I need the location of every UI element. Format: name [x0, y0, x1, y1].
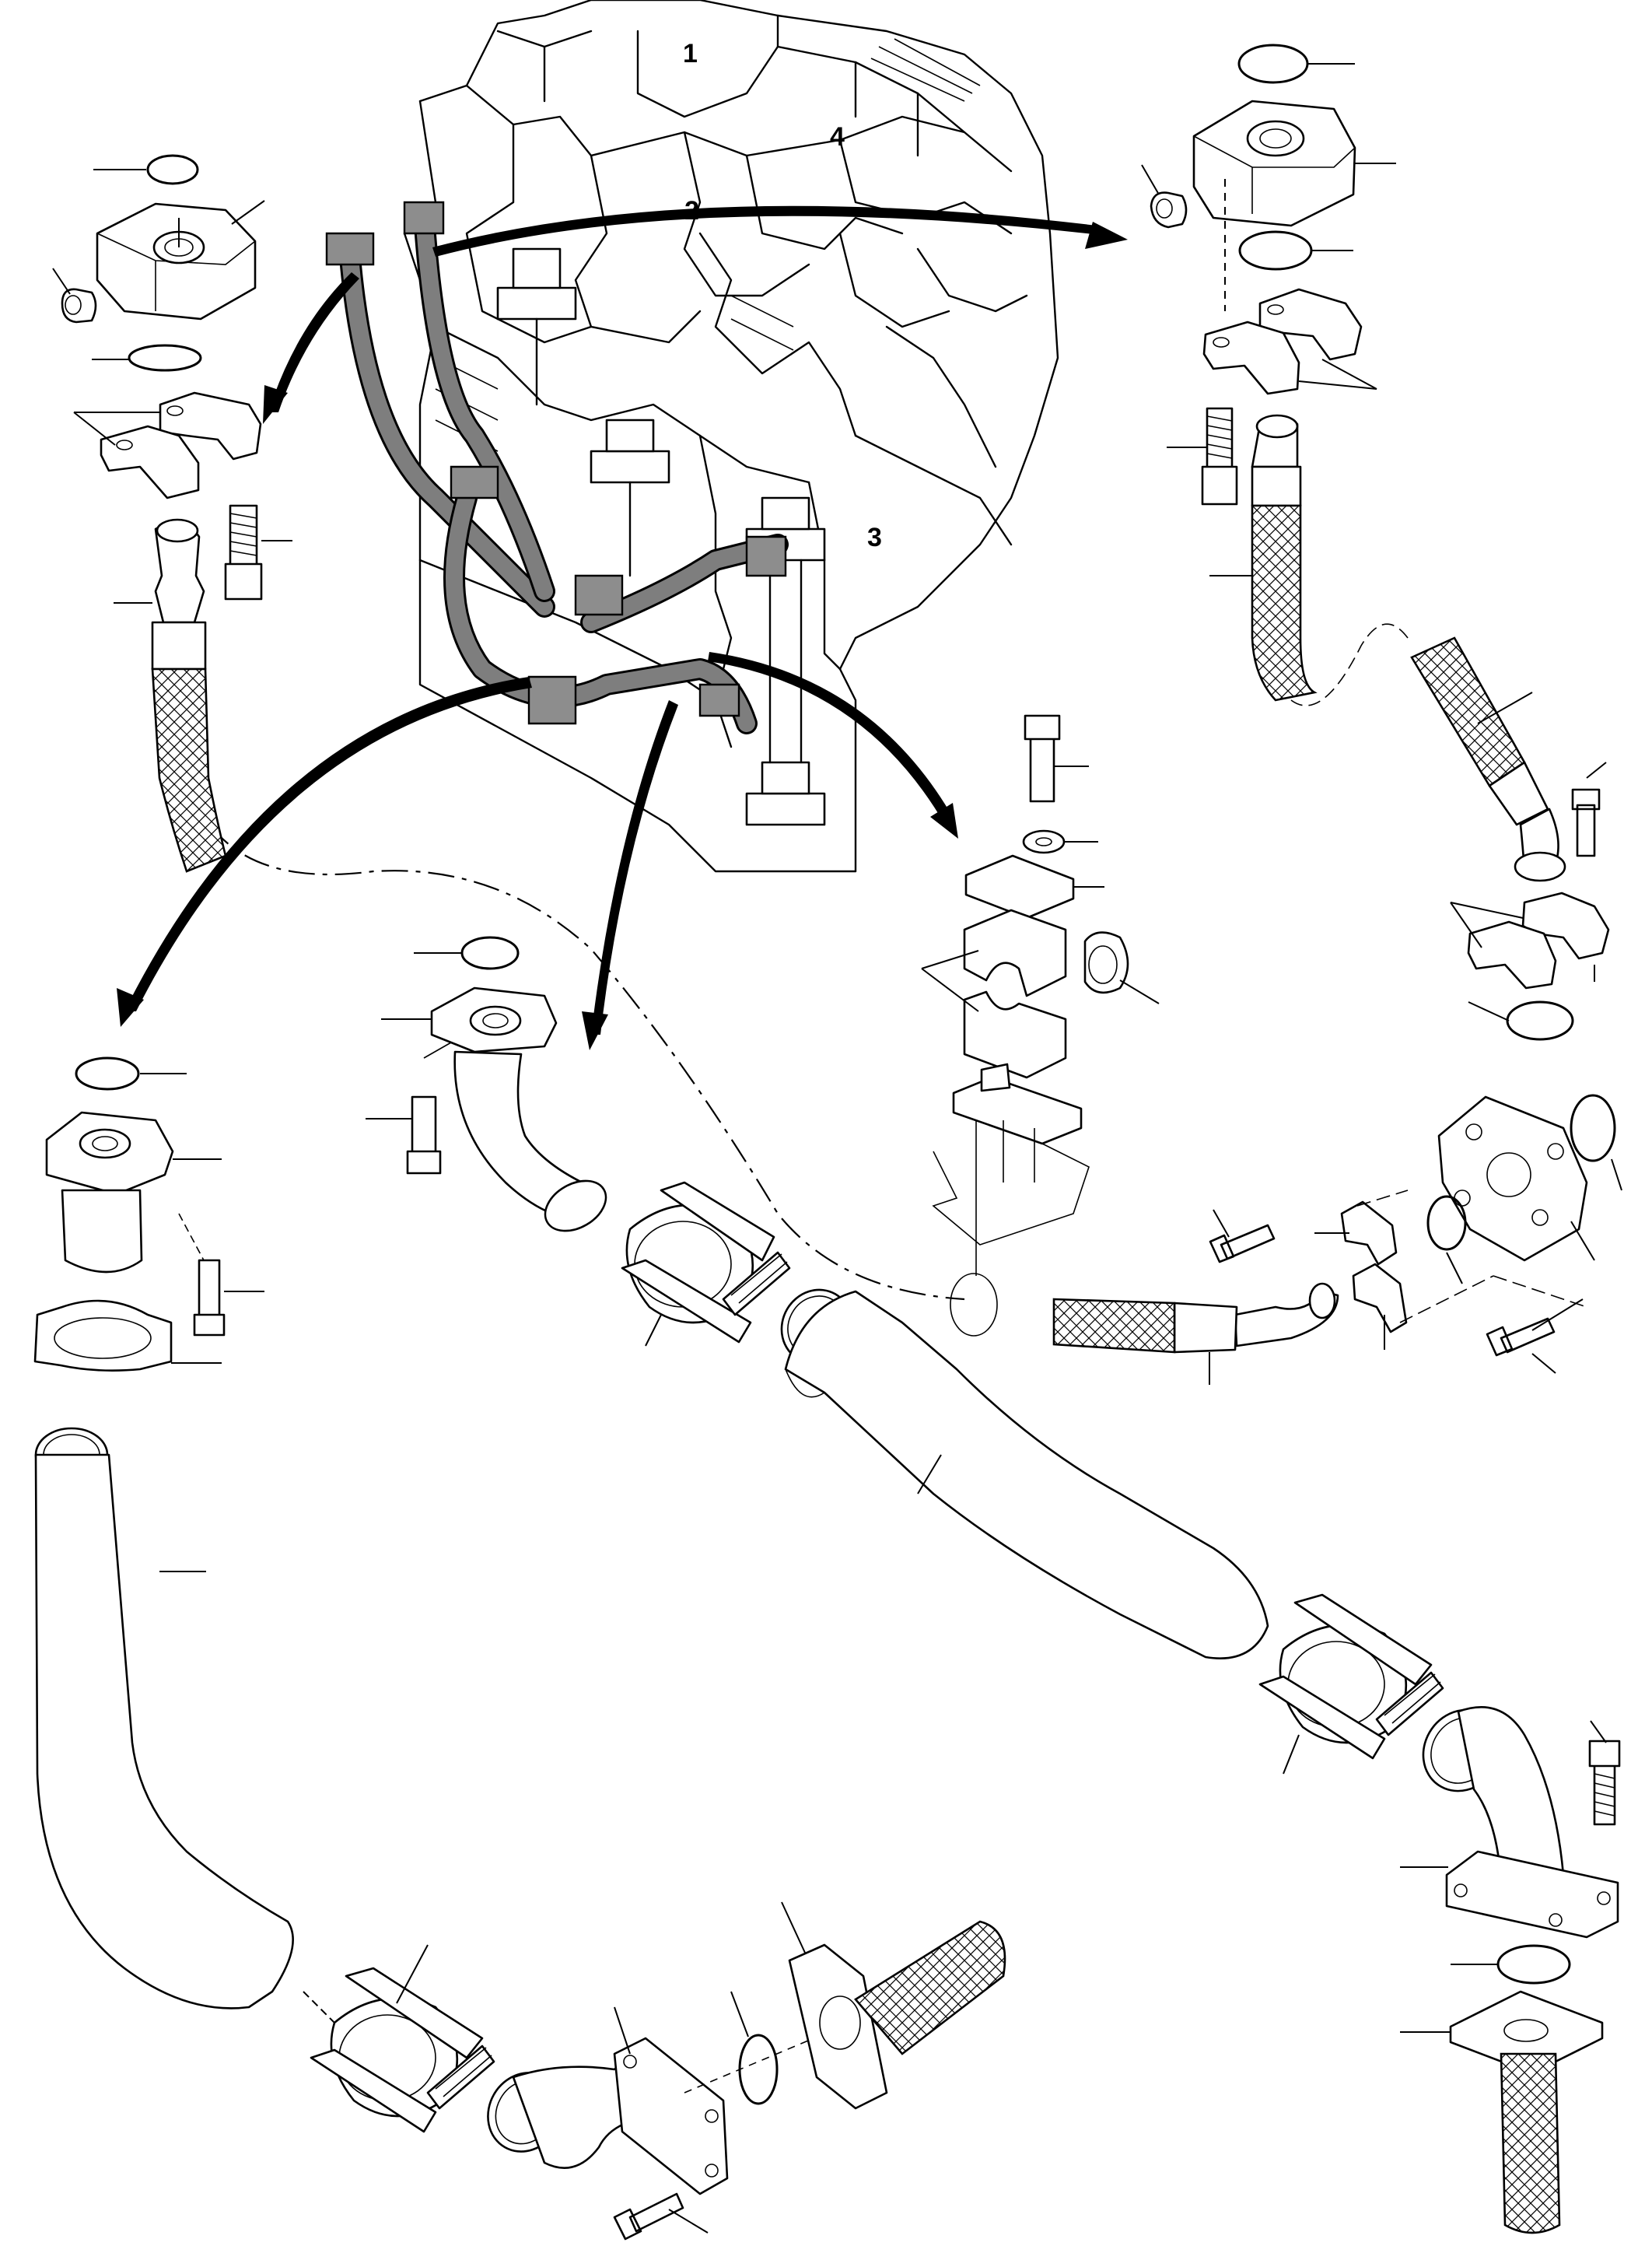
long-pipe — [34, 1453, 294, 2009]
flange — [613, 2037, 729, 2195]
top-left-flange-assembly — [52, 154, 292, 873]
bolt — [224, 504, 263, 601]
hose-clamp — [1258, 1593, 1444, 1775]
flange — [1445, 1850, 1619, 1939]
transmission-housing — [403, 0, 1059, 873]
hose-routing-line — [209, 824, 965, 1301]
grommet — [1083, 931, 1129, 994]
o-ring — [1496, 1944, 1571, 1985]
split-flange-half — [1340, 1200, 1398, 1266]
position-label-1: 1 — [683, 39, 698, 68]
o-ring — [738, 2034, 779, 2105]
o-ring — [1426, 1195, 1467, 1251]
cover-plate — [964, 854, 1075, 920]
clamp-block — [963, 909, 1067, 997]
bolt — [1588, 1740, 1621, 1826]
bolt — [1571, 788, 1601, 857]
top-right-flange-assembly — [1141, 44, 1396, 702]
flange — [1449, 1990, 1604, 2075]
o-ring — [128, 344, 202, 372]
long-center-pipe — [780, 1288, 1269, 1659]
pipe-clamp-assembly — [921, 714, 1160, 1276]
washer — [1022, 829, 1066, 854]
bolt — [406, 1095, 442, 1175]
right-flange-hose-assembly — [1052, 1094, 1622, 1385]
mounting-bracket — [952, 1076, 1083, 1145]
flange — [1192, 100, 1356, 227]
o-ring — [146, 154, 199, 185]
bolt — [1209, 1224, 1276, 1263]
highlighted-hoses — [325, 201, 789, 734]
hose-clamp — [303, 1944, 495, 2133]
o-ring — [1237, 44, 1309, 84]
exhaust-tube — [854, 1920, 1006, 2055]
hose-clamp — [621, 1181, 791, 1347]
bottom-elbow-assembly — [487, 1901, 1006, 2241]
position-label-3: 3 — [867, 523, 882, 552]
clamp-block — [963, 990, 1067, 1079]
o-ring — [75, 1056, 140, 1091]
hose — [1410, 636, 1526, 787]
split-flange-half — [100, 425, 200, 499]
elbow-pipe — [1457, 1705, 1565, 1884]
hose — [1251, 504, 1318, 702]
left-flange-pipe-assembly — [33, 1056, 294, 2009]
bolt — [193, 1259, 226, 1337]
plug — [61, 288, 97, 324]
bolt — [613, 2192, 684, 2241]
pointer-arrows — [117, 205, 1128, 1050]
split-flange-half — [1467, 920, 1557, 990]
bolt — [1486, 1317, 1556, 1357]
right-lower-elbow-assembly — [1400, 1705, 1621, 2234]
hose — [1052, 1298, 1176, 1354]
pipe-stub — [61, 1189, 143, 1274]
hose — [151, 667, 227, 873]
split-flange-half — [1352, 1263, 1408, 1333]
flange — [788, 1943, 888, 2110]
flange — [1437, 1095, 1588, 1262]
o-ring — [1570, 1094, 1616, 1162]
o-ring — [460, 936, 520, 970]
routing-circle — [950, 1273, 998, 1337]
o-ring — [1238, 230, 1313, 271]
right-hose-assembly — [1290, 623, 1610, 1041]
bolt — [1024, 714, 1061, 803]
center-elbow-assembly — [366, 936, 607, 1232]
position-label-4: 4 — [830, 122, 845, 152]
o-ring — [1506, 1000, 1574, 1041]
exhaust-tube — [1500, 2052, 1561, 2234]
